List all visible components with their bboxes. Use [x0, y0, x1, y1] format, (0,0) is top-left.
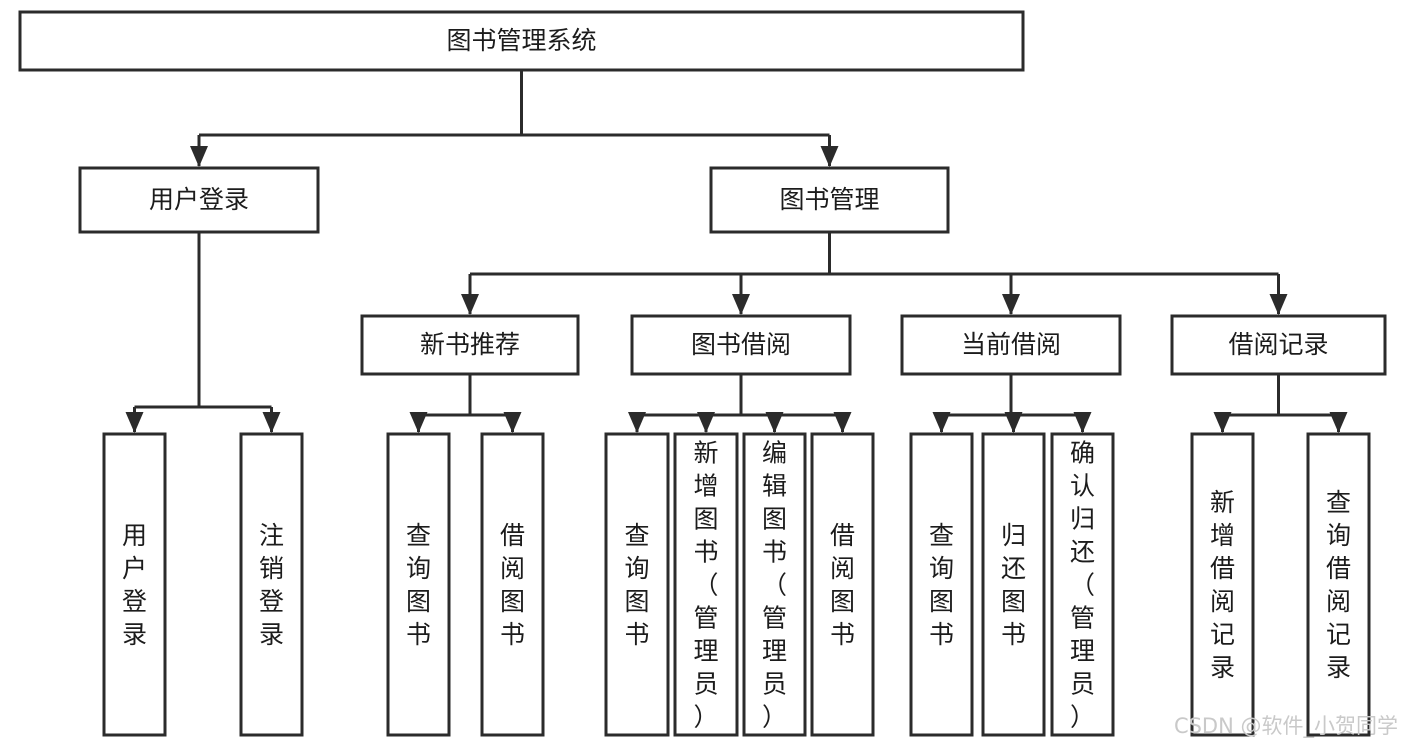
node-box[interactable]	[673, 432, 739, 737]
node-layer: 图书管理系统用户登录图书管理新书推荐图书借阅当前借阅借阅记录用户登录注销登录查询…	[18, 10, 1387, 737]
node-label: 编辑图书（管理员）	[762, 439, 787, 732]
node-box[interactable]	[981, 432, 1046, 737]
arrowhead-icon	[125, 412, 144, 433]
node-user-login[interactable]: 用户登录	[78, 166, 320, 234]
node-borrow-record[interactable]: 借阅记录	[1170, 314, 1387, 376]
node-label: 用户登录	[122, 521, 147, 649]
arrowhead-icon	[833, 412, 852, 433]
node-leaf-add-book[interactable]: 新增图书（管理员）	[673, 432, 739, 737]
node-label: 图书管理	[779, 185, 879, 214]
node-leaf-return-book[interactable]: 归还图书	[981, 432, 1046, 737]
node-box[interactable]	[1170, 314, 1387, 376]
node-leaf-logout[interactable]: 注销登录	[239, 432, 304, 737]
node-leaf-query-book-2[interactable]: 查询图书	[604, 432, 670, 737]
node-new-book-rec[interactable]: 新书推荐	[360, 314, 580, 376]
arrowhead-icon	[765, 412, 784, 433]
node-leaf-query-book-1[interactable]: 查询图书	[386, 432, 451, 737]
arrowhead-icon	[1002, 294, 1020, 315]
node-current-borrow[interactable]: 当前借阅	[900, 314, 1122, 376]
node-box[interactable]	[386, 432, 451, 737]
node-book-borrow[interactable]: 图书借阅	[630, 314, 852, 376]
node-box[interactable]	[1050, 432, 1115, 737]
node-box[interactable]	[742, 432, 807, 737]
node-box[interactable]	[360, 314, 580, 376]
arrowhead-icon	[461, 294, 479, 315]
node-leaf-user-login[interactable]: 用户登录	[102, 432, 167, 737]
node-box[interactable]	[18, 10, 1025, 72]
node-box[interactable]	[630, 314, 852, 376]
node-label: 确认归还（管理员）	[1070, 439, 1095, 732]
node-box[interactable]	[239, 432, 304, 737]
node-label: 用户登录	[149, 185, 249, 214]
node-label: 查询图书	[406, 521, 431, 649]
node-label: 当前借阅	[961, 330, 1061, 359]
arrowhead-icon	[1269, 294, 1288, 315]
arrowhead-icon	[628, 412, 646, 433]
node-book-manage[interactable]: 图书管理	[709, 166, 950, 234]
node-box[interactable]	[909, 432, 974, 737]
arrowhead-icon	[409, 412, 428, 433]
arrowhead-icon	[1213, 412, 1232, 433]
arrowhead-icon	[732, 294, 750, 315]
node-label: 图书借阅	[691, 330, 791, 359]
node-leaf-confirm-return[interactable]: 确认归还（管理员）	[1050, 432, 1115, 737]
node-label: 归还图书	[1001, 521, 1026, 649]
arrowhead-icon	[262, 412, 281, 433]
node-root[interactable]: 图书管理系统	[18, 10, 1025, 72]
arrowhead-icon	[932, 412, 951, 433]
arrowhead-icon	[697, 412, 715, 433]
node-box[interactable]	[1190, 432, 1255, 737]
node-label: 新增图书（管理员）	[693, 439, 718, 732]
node-label: 图书管理系统	[446, 26, 596, 55]
node-label: 注销登录	[259, 521, 284, 649]
node-leaf-add-record[interactable]: 新增借阅记录	[1190, 432, 1255, 737]
node-label: 借阅记录	[1228, 330, 1328, 359]
node-leaf-borrow-book-2[interactable]: 借阅图书	[810, 432, 875, 737]
node-leaf-query-record[interactable]: 查询借阅记录	[1306, 432, 1371, 737]
node-box[interactable]	[78, 166, 320, 234]
node-leaf-borrow-book-1[interactable]: 借阅图书	[480, 432, 545, 737]
node-label: 借阅图书	[500, 521, 525, 649]
node-label: 借阅图书	[830, 521, 855, 649]
node-box[interactable]	[604, 432, 670, 737]
node-label: 查询图书	[929, 521, 954, 649]
node-label: 查询借阅记录	[1326, 488, 1351, 682]
node-box[interactable]	[810, 432, 875, 737]
node-leaf-query-book-3[interactable]: 查询图书	[909, 432, 974, 737]
node-box[interactable]	[709, 166, 950, 234]
node-label: 新书推荐	[420, 330, 520, 359]
node-label: 新增借阅记录	[1210, 488, 1235, 682]
arrowhead-icon	[1329, 412, 1348, 433]
arrowhead-icon	[503, 412, 522, 433]
arrowhead-icon	[820, 146, 839, 167]
arrowhead-icon	[190, 146, 208, 167]
connector-layer	[125, 70, 1348, 433]
arrowhead-icon	[1004, 412, 1023, 433]
node-label: 查询图书	[624, 521, 649, 649]
node-box[interactable]	[480, 432, 545, 737]
node-box[interactable]	[102, 432, 167, 737]
node-box[interactable]	[900, 314, 1122, 376]
arrowhead-icon	[1073, 412, 1092, 433]
node-leaf-edit-book[interactable]: 编辑图书（管理员）	[742, 432, 807, 737]
watermark-text: CSDN @软件_小贺同学	[1174, 714, 1398, 739]
node-box[interactable]	[1306, 432, 1371, 737]
